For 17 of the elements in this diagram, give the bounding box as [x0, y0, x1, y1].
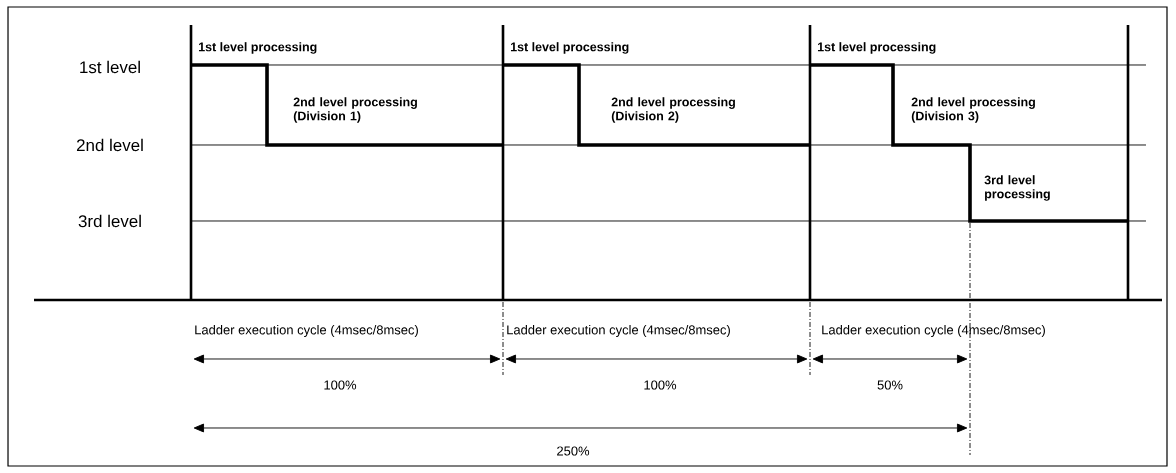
cycle-label: Ladder execution cycle (4msec/8msec) [195, 324, 418, 338]
cycle-label: Ladder execution cycle (4msec/8msec) [822, 324, 1045, 338]
processing-label: 1st level processing [818, 42, 936, 54]
cycle-label: Ladder execution cycle (4msec/8msec) [507, 324, 730, 338]
processing-label: 2nd level processing (Division 1) [293, 97, 417, 123]
processing-label: 2nd level processing (Division 2) [611, 97, 735, 123]
level-label: 1st level [80, 60, 140, 74]
level-label: 2nd level [76, 138, 143, 152]
percent-label: 100% [644, 380, 677, 390]
level-label: 3rd level [78, 214, 141, 228]
processing-label: 2nd level processing (Division 3) [911, 97, 1035, 123]
processing-label: 1st level processing [511, 42, 629, 54]
percent-label: 250% [557, 446, 590, 456]
processing-label: 3rd level processing [984, 175, 1050, 201]
processing-label: 1st level processing [199, 42, 317, 54]
percent-label: 50% [877, 380, 903, 390]
percent-label: 100% [324, 380, 357, 390]
